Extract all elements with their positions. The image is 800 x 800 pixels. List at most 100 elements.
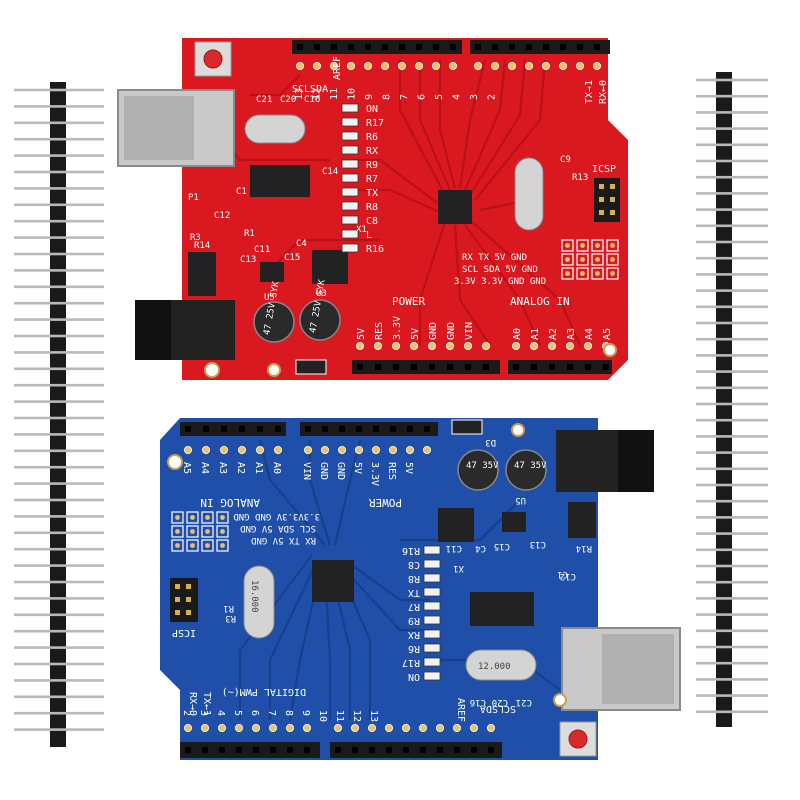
header-pin	[14, 105, 104, 108]
blue-capacitor-1-label: 47 35V	[466, 461, 499, 471]
pin-label: A4	[199, 462, 210, 474]
led-label: R8	[408, 573, 420, 584]
solder-pad	[391, 341, 400, 350]
pin-label: 8	[283, 710, 294, 716]
icsp-pin	[610, 210, 615, 215]
solder-pad	[333, 724, 342, 733]
led-label: R9	[366, 160, 378, 171]
led-label: R9	[408, 615, 420, 626]
header-pin	[14, 728, 104, 731]
red-pcb	[182, 38, 628, 380]
solder-pad	[350, 724, 359, 733]
smd-part	[423, 615, 441, 625]
header-pad-center	[175, 543, 180, 548]
header-pin	[14, 531, 104, 535]
header-socket	[185, 426, 191, 432]
blue-usb-connector-inner	[602, 634, 674, 704]
header-pin	[14, 679, 104, 682]
icsp-pin	[186, 584, 191, 589]
header-pin	[696, 661, 768, 665]
header-pin	[696, 613, 768, 616]
solder-pad	[490, 62, 499, 71]
solder-pad	[414, 62, 423, 71]
header-pad	[576, 253, 589, 266]
header-socket	[335, 747, 341, 753]
pin-label: 10	[317, 710, 328, 722]
red-solder-pads	[295, 62, 611, 350]
smd-part	[341, 159, 359, 169]
red-reset-button[interactable]	[203, 49, 223, 69]
solder-pad	[469, 724, 478, 733]
led-label: R16	[402, 545, 420, 556]
red-tx-arrow-label: TX→1	[584, 80, 595, 104]
header-pin	[696, 289, 768, 292]
header-pin	[14, 318, 104, 321]
header-pin	[14, 334, 104, 338]
header-pad	[561, 267, 574, 280]
header-pin	[696, 192, 768, 195]
component-label: C21	[516, 697, 532, 707]
pin-label: 12	[351, 710, 362, 722]
pin-label: GND	[318, 462, 329, 480]
pin-label: A3	[566, 328, 577, 340]
solder-pad	[371, 445, 380, 454]
solder-pad	[312, 62, 321, 71]
blue-capacitor-2	[505, 449, 547, 491]
led-label: TX	[366, 188, 378, 199]
pin-label: 11	[329, 88, 340, 100]
header-pad-center	[220, 543, 225, 548]
blue-solder-pads	[183, 445, 495, 733]
pin-label: 3.3V	[369, 462, 380, 486]
header-pin	[14, 629, 104, 633]
pin-label: 5V	[403, 462, 414, 474]
component-label: C15	[284, 253, 300, 263]
solder-pad	[367, 724, 376, 733]
pin-label: 2	[487, 94, 498, 100]
header-pin	[696, 305, 768, 309]
header-pad-center	[610, 271, 615, 276]
header-socket	[297, 44, 303, 50]
smd-part	[341, 215, 359, 225]
header-pin	[696, 370, 768, 373]
red-aref-label: AREF	[332, 56, 343, 80]
right-header-pins	[696, 78, 768, 714]
red-fuse-d3	[295, 359, 327, 375]
blue-reset-button[interactable]	[568, 729, 588, 749]
header-pad-center	[595, 257, 600, 262]
icsp-pin	[186, 597, 191, 602]
red-regulator-u3	[188, 252, 216, 296]
solder-pad	[584, 341, 593, 350]
header-socket	[567, 364, 573, 370]
smd-part	[423, 671, 441, 681]
header-socket	[270, 747, 276, 753]
solder-pad	[448, 62, 457, 71]
header-socket	[221, 426, 227, 432]
header-pad-center	[205, 529, 210, 534]
header-socket	[399, 44, 405, 50]
icsp-pin	[599, 210, 604, 215]
pin-label: 4	[215, 710, 226, 716]
solder-pad	[273, 445, 282, 454]
header-socket	[411, 364, 417, 370]
component-label: C4	[296, 239, 307, 249]
pin-label: 13	[368, 710, 379, 722]
header-socket	[450, 44, 456, 50]
header-socket	[331, 44, 337, 50]
solder-pad	[201, 445, 210, 454]
header-pin	[696, 629, 768, 633]
header-socket	[465, 364, 471, 370]
pin-label: RES	[386, 462, 397, 480]
header-pin	[14, 367, 104, 371]
header-socket	[382, 44, 388, 50]
solder-pad	[409, 341, 418, 350]
smd-part	[341, 117, 359, 127]
pin-label: A3	[217, 462, 228, 474]
header-pin	[14, 613, 104, 617]
solder-pad	[435, 724, 444, 733]
blue-dc-jack-front	[618, 430, 654, 492]
component-label: C20	[280, 95, 296, 105]
